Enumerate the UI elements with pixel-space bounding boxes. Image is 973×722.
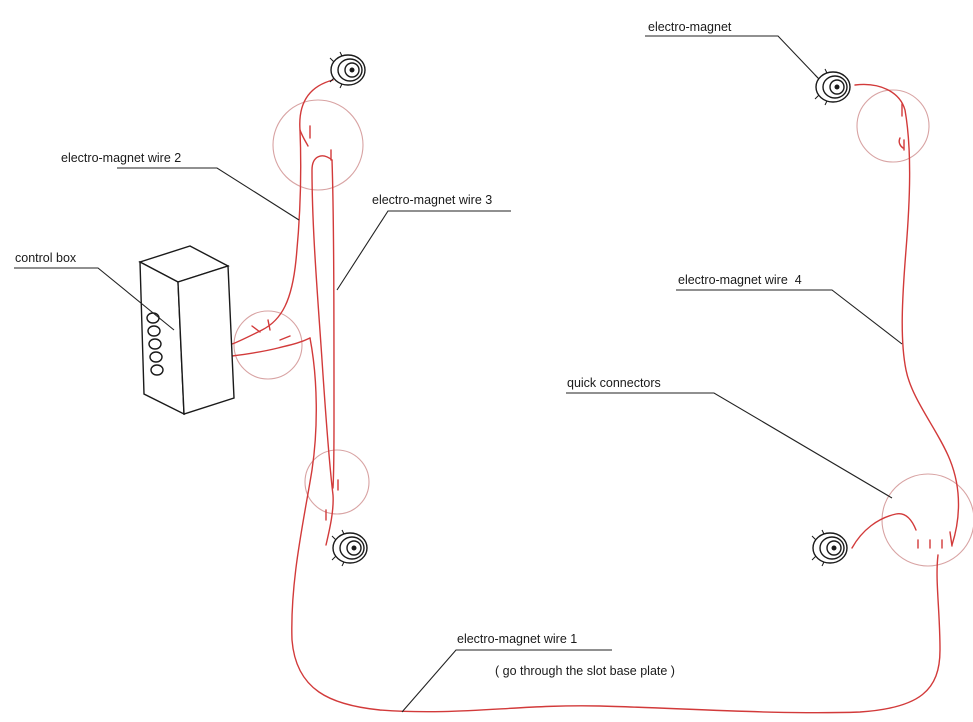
quick-connector-ring-top-right (856, 89, 930, 163)
bottom-right-magnet-lead (851, 513, 917, 549)
electro-magnet-icon-top-left (329, 51, 366, 89)
electro-magnet-icon-top-right (814, 68, 851, 106)
label-wire-4: electro-magnet wire 4 (678, 273, 802, 287)
leader-control-box (14, 267, 175, 331)
leader-electro-magnet (645, 35, 819, 79)
quick-connector-ring-bottom-left (304, 449, 370, 515)
label-control-box: control box (15, 251, 77, 265)
electro-magnet-wire-3-return (331, 159, 335, 489)
leader-wire-1 (401, 649, 612, 713)
quick-connector-ring-control-box (233, 310, 303, 380)
bottom-right-connector-stubs (917, 531, 953, 549)
control-box-icon (138, 245, 235, 416)
electro-magnet-wire-4-tail (898, 137, 904, 149)
quick-connector-ring-bottom-right (881, 473, 973, 567)
leader-wire-4 (676, 289, 903, 345)
quick-connector-ring-top-left (272, 99, 364, 191)
label-wire-2: electro-magnet wire 2 (61, 151, 181, 165)
electro-magnet-wire-1 (291, 337, 941, 714)
label-electro-magnet: electro-magnet (648, 20, 732, 34)
electro-magnet-wire-4 (854, 83, 960, 546)
electro-magnet-icon-bottom-left (331, 529, 368, 567)
label-quick-connectors: quick connectors (567, 376, 661, 390)
electro-magnet-wire-2 (231, 79, 334, 345)
connector-pins (251, 103, 905, 521)
leader-wire-3 (336, 210, 511, 291)
label-wire-3: electro-magnet wire 3 (372, 193, 492, 207)
electro-magnet-wire-3 (311, 155, 334, 546)
control-box-buttons (146, 312, 164, 376)
label-wire-1: electro-magnet wire 1 (457, 632, 577, 646)
leader-quick-connectors (566, 392, 893, 499)
label-wire-1-note: ( go through the slot base plate ) (495, 664, 675, 678)
leader-wire-2 (117, 167, 300, 221)
electro-magnet-wire-2-loop (299, 129, 309, 147)
electro-magnet-icon-bottom-right (811, 529, 848, 567)
control-box-lead (231, 337, 311, 357)
